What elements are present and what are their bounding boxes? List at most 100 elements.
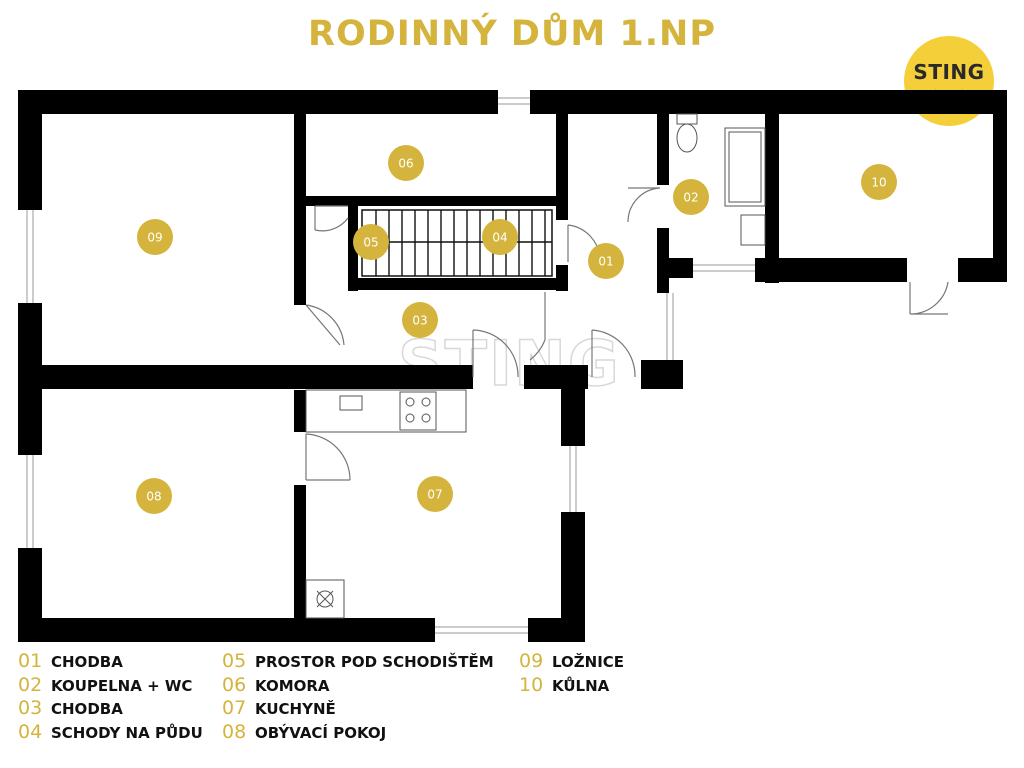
legend-item-01: 01 CHODBA [18,650,203,674]
legend-item-08: 08 OBÝVACÍ POKOJ [222,721,494,745]
room-badge-label: 08 [146,490,161,504]
room-badge-03: 03 [402,302,438,338]
room-badge-10: 10 [861,164,897,200]
legend-number: 06 [222,673,247,696]
room-badge-label: 04 [492,231,507,245]
wall-left-1 [18,90,42,210]
room-badge-label: 10 [871,176,886,190]
legend-label: KŮLNA [552,676,610,695]
wall-02-left [657,110,669,185]
toilet-icon [676,113,698,125]
bathroom-fixtures [676,113,766,246]
watermark: STING [398,327,621,400]
room-badge-09: 09 [137,219,173,255]
legend-number: 03 [18,697,43,719]
door-01 [591,329,636,378]
door-09 [305,304,345,346]
room-badge-label: 01 [598,255,613,269]
stove-icon [305,579,345,619]
wall-10-bottom-left [755,258,907,282]
wall-09-right [294,110,306,305]
windows [26,97,755,634]
room-badge-05: 05 [353,224,389,260]
wall-07-left-lower [294,485,306,621]
door-02 [627,187,661,223]
room-badge-label: 07 [427,488,442,502]
legend-item-10: 10 KŮLNA [519,674,624,698]
legend-item-06: 06 KOMORA [222,674,494,698]
legend-label: OBÝVACÍ POKOJ [255,723,387,742]
wall-10-right [993,90,1007,282]
legend-item-09: 09 LOŽNICE [519,650,624,674]
wall-mid-horizontal [18,365,473,389]
legend-label: KUCHYNĚ [255,700,336,718]
door-03b [529,292,546,361]
legend-number: 10 [519,673,544,696]
kitchen-counter [305,389,467,433]
room-badges: 01 02 03 04 05 06 07 08 09 10 [136,145,897,514]
wall-01-left [556,110,568,220]
room-badge-01: 01 [588,243,624,279]
wall-02-corner [657,258,693,278]
wall-01-left-lower [556,265,568,291]
room-badge-06: 06 [388,145,424,181]
stairs [361,209,553,277]
legend-label: KOMORA [255,676,330,695]
legend-item-03: 03 CHODBA [18,697,203,721]
logo-text: STING [913,60,985,84]
wall-10-left [765,110,779,283]
legend-number: 05 [222,650,247,672]
wall-07-left-upper [294,390,306,432]
legend-item-05: 05 PROSTOR POD SCHODIŠTĚM [222,650,494,674]
wall-bottom-left [18,618,435,642]
legend-label: CHODBA [51,653,123,671]
legend-label: KOUPELNA + WC [51,676,193,695]
room-badge-02: 02 [673,179,709,215]
room-badge-08: 08 [136,478,172,514]
wall-block-right [641,360,683,389]
room-badge-label: 03 [412,314,427,328]
door-03 [472,329,519,378]
room-badge-label: 09 [147,231,162,245]
wall-top-right [530,90,993,114]
washbasin-icon [740,214,766,246]
legend-number: 01 [18,650,43,672]
wall-stair-bottom [348,278,558,290]
legend-column-2: 05 PROSTOR POD SCHODIŠTĚM 06 KOMORA 07 KUCH… [222,650,494,744]
legend-label: LOŽNICE [552,653,625,671]
wall-kitchen-right-upper [561,388,585,446]
legend-number: 02 [18,673,43,696]
bathtub-icon [724,127,766,207]
door-07 [305,433,351,481]
legend-number: 07 [222,697,247,719]
door-10 [909,281,949,315]
legend-label: CHODBA [51,700,123,718]
room-badge-label: 05 [363,236,378,250]
wall-kitchen-right-lower [561,512,585,642]
legend-column-3: 09 LOŽNICE 10 KŮLNA [519,650,624,697]
wall-top-left [18,90,498,114]
room-badge-04: 04 [482,219,518,255]
legend-label: SCHODY NA PŮDU [51,723,203,742]
page-title: RODINNÝ DŮM 1.NP [308,14,716,54]
sink-icon [339,395,363,411]
legend-item-07: 07 KUCHYNĚ [222,697,494,721]
room-badge-label: 06 [398,157,413,171]
legend-number: 04 [18,720,43,743]
wall-mid-horizontal-2 [524,365,588,389]
wall-stair-top [305,196,557,206]
wall-stair-left [348,196,358,291]
legend-number: 09 [519,650,544,672]
legend-label: PROSTOR POD SCHODIŠTĚM [255,653,494,671]
wall-02-foot [657,278,669,293]
walls [18,90,1007,642]
legend-item-04: 04 SCHODY NA PŮDU [18,721,203,745]
wall-10-bottom-right [958,258,993,282]
room-badge-label: 02 [683,191,698,205]
legend-number: 08 [222,720,247,743]
door-05 [314,205,349,232]
doors [305,187,949,481]
room-badge-07: 07 [417,476,453,512]
